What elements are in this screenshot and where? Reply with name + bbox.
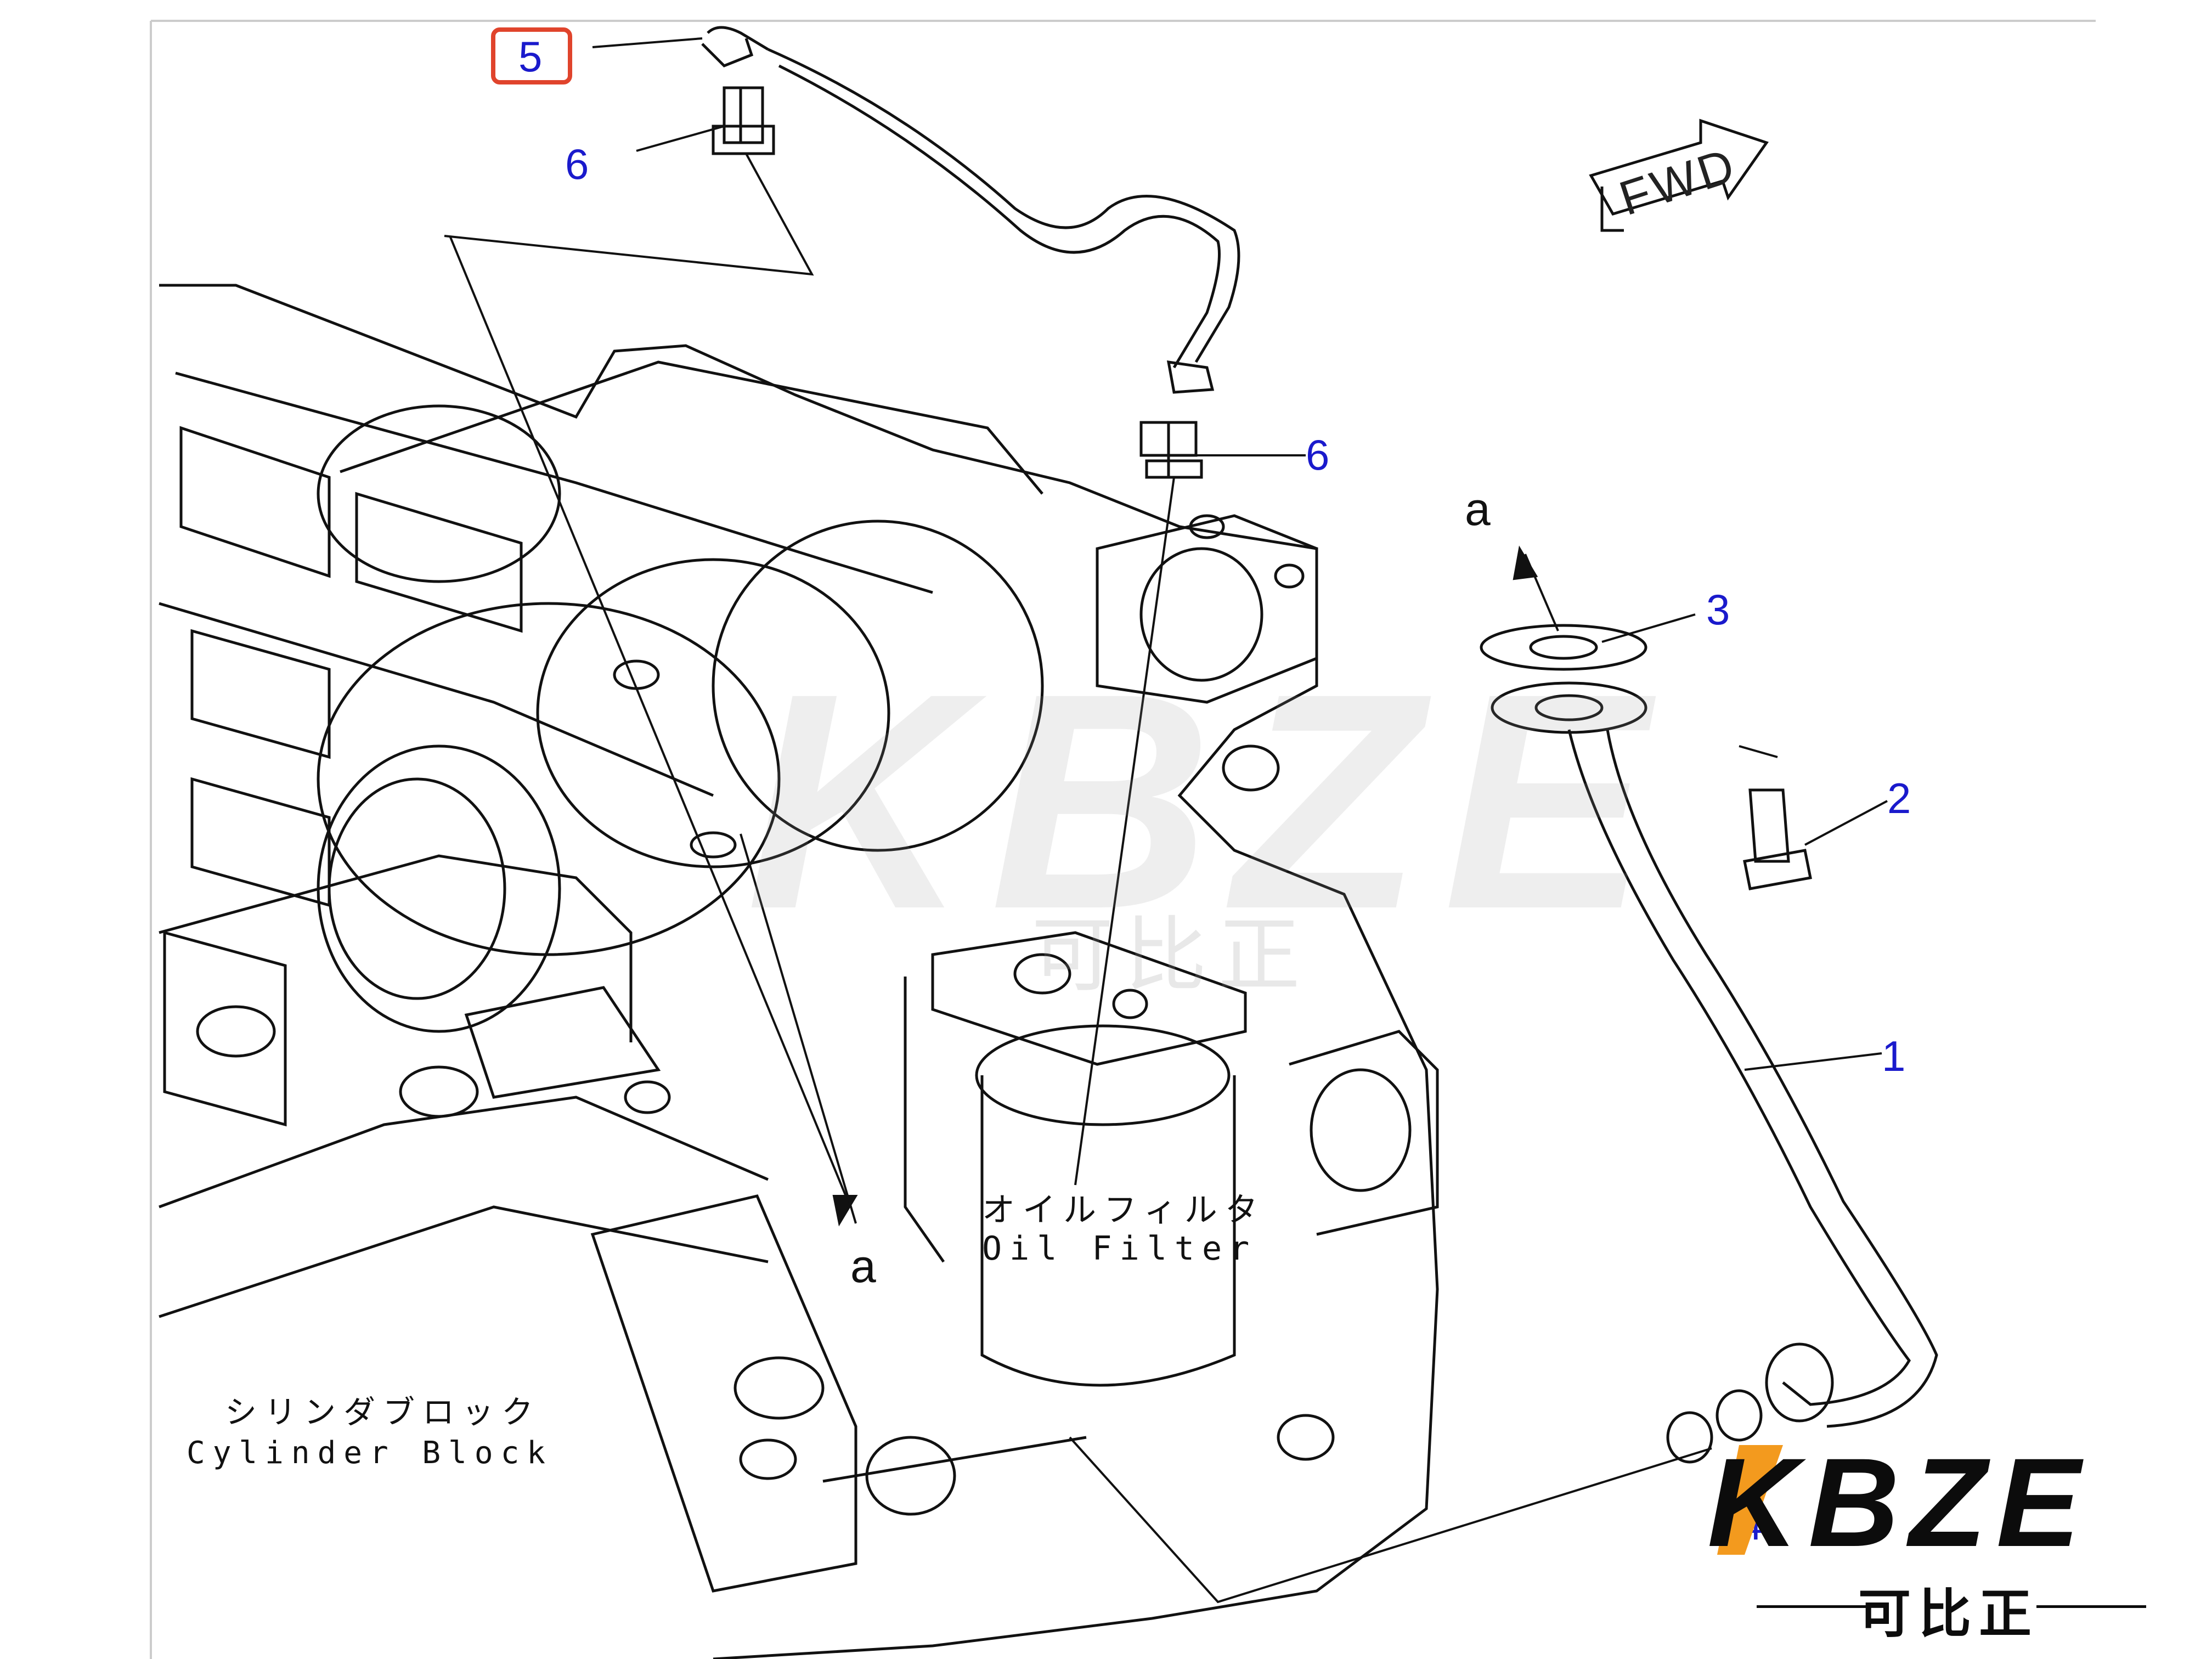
logo-accent-icon <box>1717 1445 1783 1555</box>
callout-3[interactable]: 3 <box>1706 585 1730 634</box>
fwd-arrow-shape <box>1589 119 1769 232</box>
cylinder-block-label-jp: シリンダブロック <box>225 1393 541 1431</box>
oil-filter-label-jp: オイルフィルタ <box>982 1191 1266 1229</box>
fitting-part-6-mid <box>1139 421 1203 479</box>
oil-pipe-part-1 <box>1491 681 1938 1464</box>
oil-filter-label-en: Oil Filter <box>982 1229 1257 1268</box>
highlight-box-part-5 <box>491 27 572 84</box>
kbze-logo: KBZE 可比正 <box>1707 1432 2190 1644</box>
logo-subtitle: 可比正 <box>1858 1585 2039 1644</box>
cylinder-block-label-en: Cylinder Block <box>187 1435 554 1471</box>
callout-1[interactable]: 1 <box>1882 1032 1906 1080</box>
reference-a-top: a <box>1465 483 1491 535</box>
watermark-logo: KBZE <box>746 629 1671 973</box>
logo-divider-right <box>2036 1605 2146 1608</box>
bolt-part-2 <box>1743 788 1812 890</box>
reference-a-bottom: a <box>850 1240 876 1292</box>
callout-6-top[interactable]: 6 <box>565 140 589 188</box>
turbo-outlet-flange <box>1096 514 1318 792</box>
logo-text: KBZE <box>1707 1432 2091 1573</box>
callout-5[interactable]: 5 <box>518 32 543 81</box>
logo-divider-left <box>1757 1605 1866 1608</box>
callout-6-mid[interactable]: 6 <box>1306 431 1330 479</box>
fitting-part-6-top <box>712 86 775 155</box>
watermark-subtitle: 可比正 <box>1031 909 1312 1001</box>
hose-part-5 <box>701 26 1240 394</box>
oil-filter-drawing <box>904 931 1439 1387</box>
gasket-part-3 <box>1480 624 1647 671</box>
turbocharger-drawing <box>317 360 1044 1099</box>
cylinder-block-drawing <box>159 284 1439 1659</box>
leader-lines <box>444 37 1888 1604</box>
callout-2[interactable]: 2 <box>1887 774 1911 822</box>
